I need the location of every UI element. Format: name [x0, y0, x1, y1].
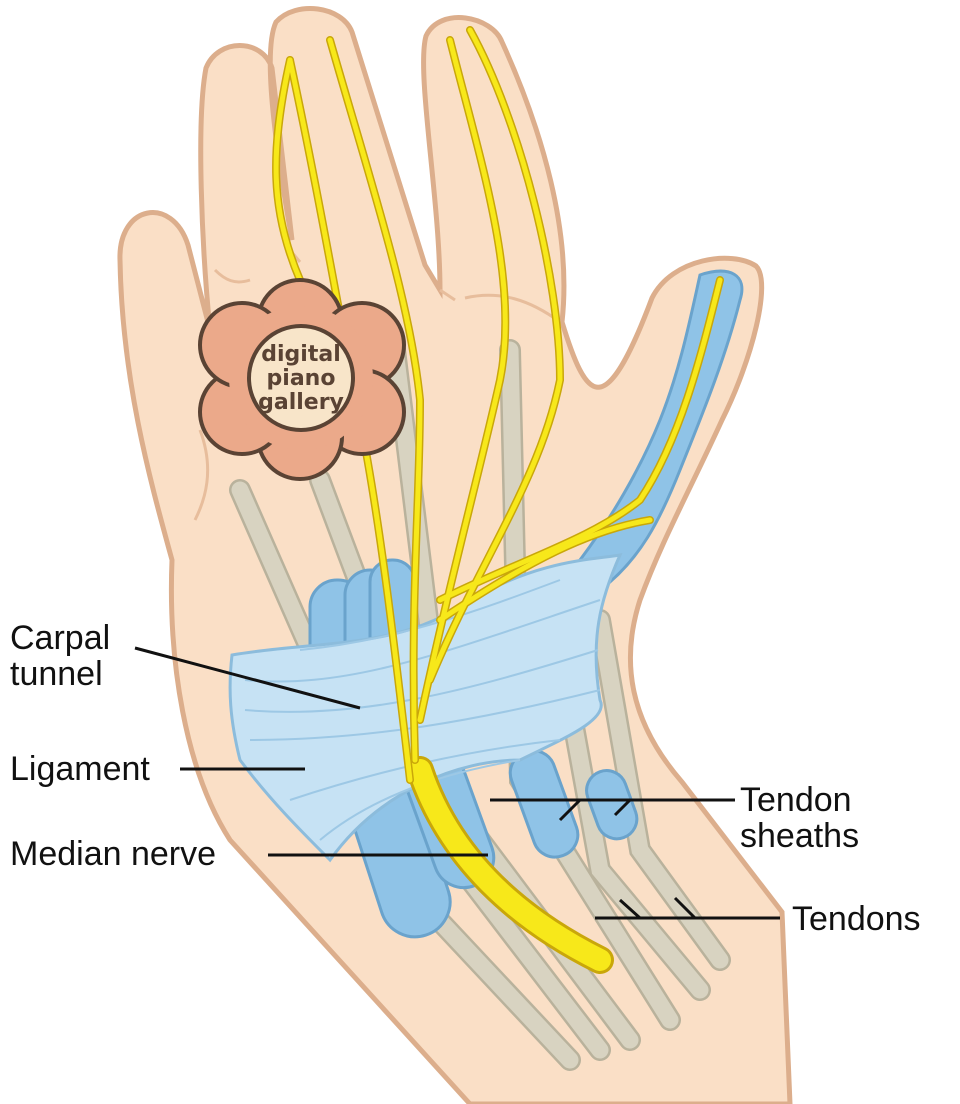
logo-text-line1: digital: [261, 342, 340, 367]
label-carpal-tunnel: Carpal tunnel: [10, 620, 110, 692]
label-carpal-tunnel-line2: tunnel: [10, 655, 103, 693]
logo-text-line2: piano: [267, 366, 336, 391]
label-carpal-tunnel-line1: Carpal: [10, 619, 111, 657]
label-ligament: Ligament: [10, 750, 150, 788]
median-nerve: [272, 26, 724, 974]
label-tendon-sheaths-line2: sheaths: [740, 817, 860, 855]
watermark-logo: digital piano gallery: [198, 278, 406, 481]
logo-text-line3: gallery: [258, 390, 344, 415]
label-median-nerve: Median nerve: [10, 835, 217, 873]
label-tendons: Tendons: [792, 900, 921, 938]
label-tendon-sheaths: Tendon sheaths: [740, 782, 859, 854]
leader-lines: [134, 646, 780, 920]
label-tendon-sheaths-line1: Tendon: [740, 781, 852, 819]
